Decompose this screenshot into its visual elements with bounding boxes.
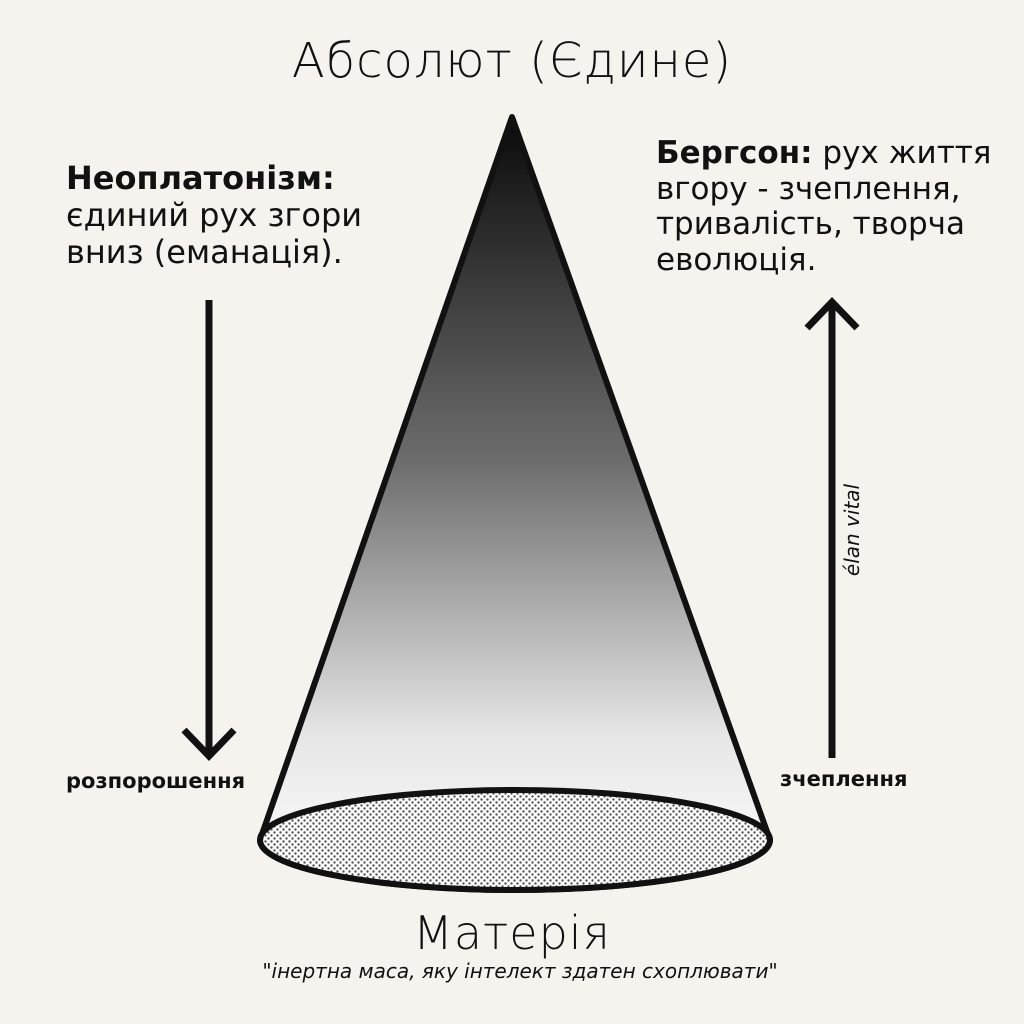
matter-title: Матерія [413,906,611,960]
cohesion-label: зчеплення [780,767,908,791]
bergson-heading: Бергсон: [656,135,813,171]
neoplatonism-text-line-1: єдиний рух згори [66,195,363,234]
bergson-text-line-4: еволюція. [656,241,817,278]
bergson-text-line-2: вгору - зчеплення, [656,170,961,207]
dispersion-label: розпорошення [66,769,246,793]
neoplatonism-text-line-2: вниз (еманація). [66,232,343,271]
absolute-title: Абсолют (Єдине) [291,33,733,89]
bergson-description: Бергсон: рух життя вгору - зчеплення, тр… [656,135,996,279]
bergson-text-line-1: рух життя [822,135,992,171]
neoplatonism-description: Неоплатонізм: єдиний рух згори вниз (ема… [66,160,426,270]
cone-base-ellipse [257,787,773,893]
neoplatonism-heading: Неоплатонізм: [66,159,335,197]
up-arrow [804,296,860,758]
matter-quote: "інертна маса, яку інтелект здатен схопл… [262,959,778,983]
elan-vital-label: élan vital [840,483,864,577]
down-arrow [181,300,237,762]
bergson-text-line-3: тривалість, творча [656,206,965,243]
